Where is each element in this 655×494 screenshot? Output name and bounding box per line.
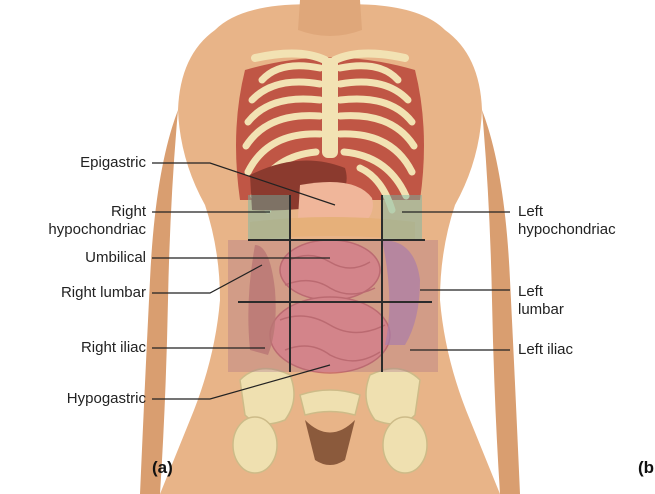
leader-right-lumbar	[152, 264, 263, 294]
pelvis	[232, 367, 428, 474]
region-grid	[238, 195, 432, 372]
groin	[305, 420, 355, 465]
label-right-hypochondriac: Right hypochondriac	[48, 203, 146, 238]
panel-label-b: (b	[638, 458, 655, 477]
right-hypochondriac-tint	[248, 195, 290, 240]
small-intestine	[269, 239, 391, 374]
leader-epigastric	[152, 162, 336, 206]
label-right-iliac: Right iliac	[80, 339, 146, 356]
label-left-iliac: Left iliac	[518, 341, 574, 358]
label-epigastric: Epigastric	[80, 154, 146, 171]
neck	[298, 0, 362, 36]
ascending-colon	[248, 245, 276, 355]
left-hypochondriac-tint	[382, 195, 422, 240]
label-right-lumbar: Right lumbar	[60, 284, 146, 301]
panel-label-a: (a)	[152, 458, 173, 477]
label-hypogastric: Hypogastric	[66, 390, 146, 407]
middle-region-tint	[228, 240, 438, 372]
leader-hypogastric	[152, 364, 331, 400]
transverse-colon	[250, 217, 415, 240]
sternum	[322, 58, 338, 158]
leader-lines	[152, 162, 510, 400]
label-umbilical: Umbilical	[85, 249, 146, 266]
label-left-lumbar: Left lumbar	[518, 283, 564, 318]
left-arm	[482, 110, 520, 494]
descending-colon	[382, 240, 420, 345]
label-left-hypochondriac: Left hypochondriac	[518, 203, 616, 238]
right-arm	[140, 110, 178, 494]
clavicles	[251, 49, 409, 64]
